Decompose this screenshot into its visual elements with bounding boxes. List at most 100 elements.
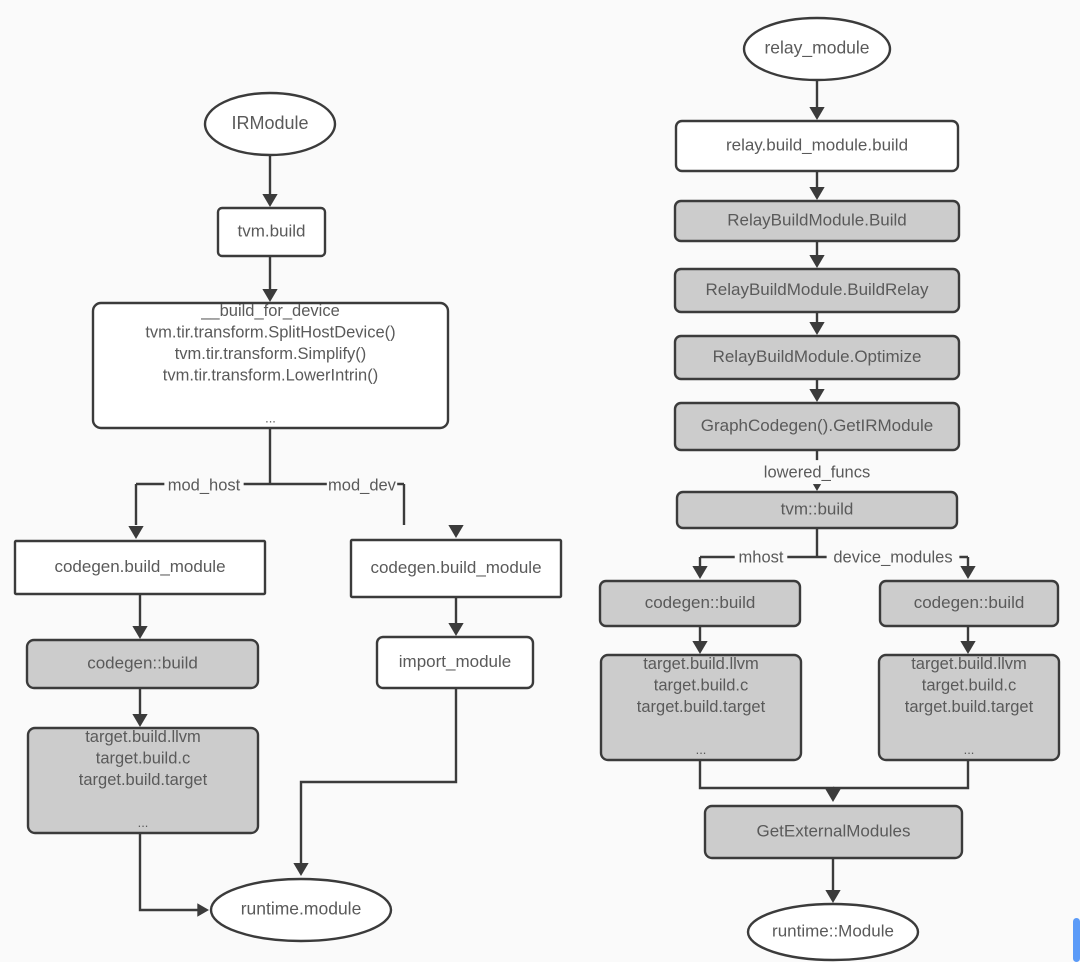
edge-path <box>833 760 970 790</box>
node-codegen_build_host[interactable]: codegen::build <box>25 638 260 690</box>
node-shape-rect <box>216 206 327 258</box>
edge-e-cbuildm-to-targetm <box>692 626 708 654</box>
node-codegen_build_module_host[interactable]: codegen.build_module <box>13 539 267 596</box>
edge-arrowhead <box>128 525 144 539</box>
edge-e-target-to-runtime <box>138 833 209 917</box>
edge-e-cbuild-to-target <box>132 688 148 727</box>
edge-e-bfd-split <box>134 428 406 525</box>
node-label-line: RelayBuildModule.Optimize <box>713 347 922 366</box>
node-ir_module[interactable]: IRModule <box>203 91 337 157</box>
node-shape-rect <box>877 653 1061 762</box>
node-runtime_cc_module[interactable]: runtime::Module <box>746 902 920 962</box>
node-label-line: ... <box>964 742 975 757</box>
edge-arrowhead <box>197 903 209 917</box>
edge-arrowhead <box>293 862 309 876</box>
node-label-line: target.build.llvm <box>911 655 1027 673</box>
vertical-scrollbar-thumb[interactable] <box>1073 918 1080 962</box>
node-runtime_module[interactable]: runtime.module <box>209 877 393 943</box>
node-label-line: tvm::build <box>781 499 854 518</box>
node-relay_module[interactable]: relay_module <box>742 16 892 82</box>
edge-label-bg <box>164 473 244 498</box>
edge-arrowhead <box>132 713 148 727</box>
edge-arrowhead <box>132 625 148 639</box>
node-relaybuildmodule_build[interactable]: RelayBuildModule.Build <box>673 199 961 243</box>
edge-e-targetd-to-gem <box>833 760 970 790</box>
edge-e-rbmbuild-to-buildrelay <box>809 241 825 268</box>
edge-path <box>134 428 406 525</box>
node-label-line: tvm.tir.transform.LowerIntrin() <box>163 367 378 385</box>
edge-label-label-mod-host: mod_host <box>164 473 244 498</box>
edge-arrowhead <box>809 254 825 268</box>
edge-arrowhead <box>960 640 976 654</box>
node-label-line: target.build.c <box>922 676 1016 694</box>
edge-label-label-lowered-funcs: lowered_funcs <box>755 460 879 485</box>
edge-arrowhead <box>825 889 841 903</box>
edge-e-optimize-to-graphcodegen <box>809 379 825 402</box>
node-shape-rect <box>673 334 961 381</box>
edge-e-tvmbuild-to-bfd <box>262 256 278 302</box>
node-label-line: import_module <box>399 652 511 671</box>
node-label-line: codegen::build <box>914 593 1025 612</box>
node-relaybuildmodule_buildrelay[interactable]: RelayBuildModule.BuildRelay <box>673 267 961 314</box>
node-target_build_host[interactable]: target.build.llvmtarget.build.ctarget.bu… <box>26 726 260 835</box>
node-shape-rect <box>13 539 267 596</box>
node-codegen_build_module_dev[interactable]: codegen.build_module <box>349 538 563 599</box>
node-label-line: codegen.build_module <box>370 558 541 577</box>
node-target_build_mhost[interactable]: target.build.llvmtarget.build.ctarget.bu… <box>599 653 803 762</box>
node-graphcodegen_getirmodule[interactable]: GraphCodegen().GetIRModule <box>673 401 961 452</box>
node-shape-rect <box>375 635 535 690</box>
edge-label-bg <box>326 473 398 498</box>
node-label-line: target.build.llvm <box>643 655 759 673</box>
node-shape-rect <box>91 301 450 430</box>
node-label-line: codegen::build <box>87 653 198 672</box>
edge-label-label-mod-dev: mod_dev <box>326 473 398 498</box>
node-codegen_build_mhost[interactable]: codegen::build <box>598 579 802 628</box>
edge-arrowhead <box>809 106 825 120</box>
edge-e-mhost-arrow <box>692 565 708 579</box>
node-label-line: codegen.build_module <box>54 557 225 576</box>
edge-label-text: mhost <box>739 548 784 566</box>
node-shape-rect <box>599 653 803 762</box>
node-shape-rect <box>598 579 802 628</box>
node-label-line: tvm.tir.transform.Simplify() <box>175 345 367 363</box>
node-tvm_cc_build[interactable]: tvm::build <box>675 490 959 530</box>
node-shape-ellipse <box>209 877 393 943</box>
node-shape-ellipse <box>746 902 920 962</box>
node-get_external_modules[interactable]: GetExternalModules <box>703 804 964 860</box>
edge-label-label-mhost: mhost <box>734 545 788 570</box>
node-shape-rect <box>673 267 961 314</box>
edge-e-gem-to-runtime <box>825 858 841 903</box>
node-relaybuildmodule_optimize[interactable]: RelayBuildModule.Optimize <box>673 334 961 381</box>
node-label-line: target.build.c <box>654 676 748 694</box>
edge-arrowhead <box>960 565 976 579</box>
edge-arrowhead <box>692 565 708 579</box>
edge-e-modhost-arrow <box>128 525 144 539</box>
node-codegen_build_devmod[interactable]: codegen::build <box>878 579 1060 628</box>
edge-label-bg <box>755 460 879 485</box>
edge-e-targetm-to-gem <box>698 760 841 802</box>
node-label-line: GetExternalModules <box>756 821 910 840</box>
node-shape-rect <box>878 579 1060 628</box>
edge-path <box>138 833 200 912</box>
edge-e-import-to-runtime <box>293 688 458 876</box>
node-shape-rect <box>25 638 260 690</box>
node-shape-ellipse <box>742 16 892 82</box>
node-tvm_build[interactable]: tvm.build <box>216 206 327 258</box>
edge-e-build-to-rbmbuild <box>809 171 825 200</box>
edge-arrowhead <box>448 622 464 636</box>
edge-path <box>299 688 458 868</box>
node-import_module[interactable]: import_module <box>375 635 535 690</box>
node-relay_build_module_build[interactable]: relay.build_module.build <box>674 119 960 173</box>
node-target_build_devmod[interactable]: target.build.llvmtarget.build.ctarget.bu… <box>877 653 1061 762</box>
edge-arrowhead <box>809 321 825 335</box>
edge-label-bg <box>734 545 788 570</box>
node-label-line: target.build.target <box>79 771 208 789</box>
edge-label-label-device-modules: device_modules <box>826 545 960 570</box>
node-label-line: relay.build_module.build <box>726 135 908 154</box>
node-label-line: codegen::build <box>645 593 756 612</box>
edge-arrowhead <box>809 388 825 402</box>
edge-e-buildrelay-to-optimize <box>809 312 825 335</box>
node-build_for_device[interactable]: __build_for_devicetvm.tir.transform.Spli… <box>91 301 450 430</box>
edge-label-bg <box>826 545 960 570</box>
